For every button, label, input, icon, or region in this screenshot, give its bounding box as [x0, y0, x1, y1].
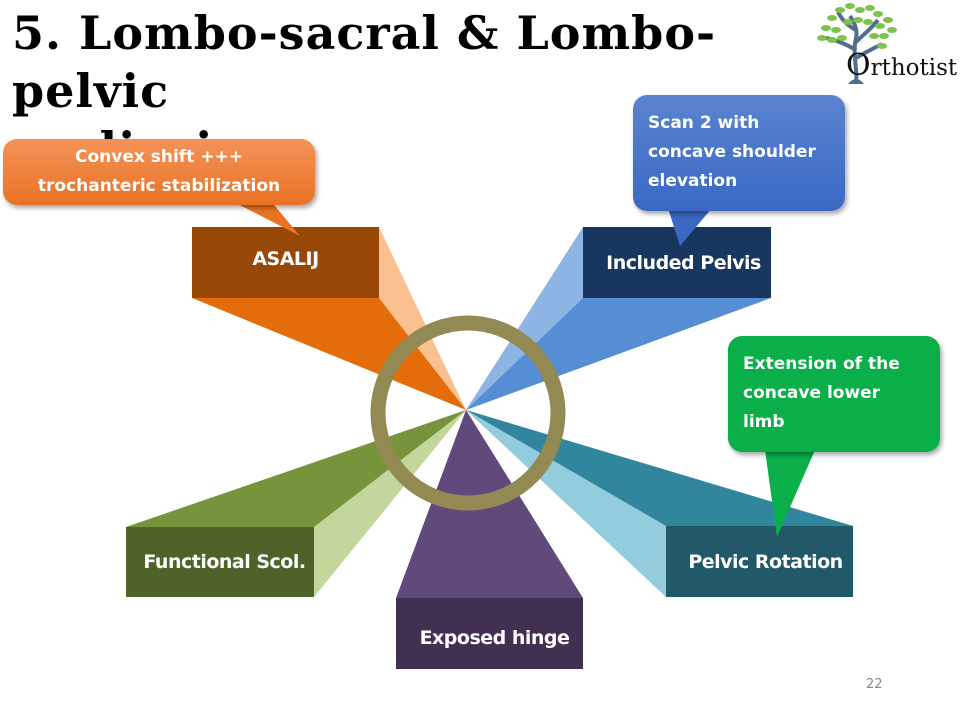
callout-convex-shift: Convex shift +++ trochanteric stabilizat… [3, 139, 315, 205]
center-ring [370, 315, 566, 511]
orthotist-logo: Orthotist [812, 0, 960, 86]
beam-asalij-face [192, 298, 466, 410]
beam-asalij [192, 227, 466, 410]
callout-blue-tail [668, 208, 712, 246]
callout-line: concave shoulder [648, 142, 816, 162]
label-exposed-hinge: Exposed hinge [419, 626, 570, 649]
logo-rest: rthotist [870, 55, 958, 81]
callout-orange-tail [230, 200, 300, 236]
slide-title-line-1: 5. Lombo-sacral & Lombo-pelvic [12, 6, 717, 118]
callout-line: limb [743, 412, 785, 432]
label-included-pelvis: Included Pelvis [606, 251, 761, 274]
callout-extension: Extension of the concave lower limb [728, 336, 940, 452]
beam-included-pelvis-face [466, 298, 771, 410]
beam-asalij-side [379, 227, 466, 410]
logo-text: Orthotist [846, 48, 957, 83]
label-pelvic-rotation: Pelvic Rotation [688, 550, 843, 573]
slide-title: 5. Lombo-sacral & Lombo-pelvic scoliosis [12, 4, 802, 178]
page-number: 22 [866, 677, 883, 692]
callout-line: concave lower [743, 383, 881, 403]
box-functional-scol [126, 527, 314, 597]
beam-pelvic-rotation [466, 410, 853, 597]
callout-green-tail [765, 450, 815, 537]
callout-line: Extension of the [743, 354, 900, 374]
box-exposed-hinge [396, 598, 583, 669]
beam-included-pelvis [466, 227, 771, 410]
box-pelvic-rotation [666, 526, 853, 597]
beam-pelvic-rotation-side [466, 410, 666, 597]
box-included-pelvis [583, 227, 771, 298]
tree-icon [817, 3, 897, 84]
logo-initial: O [846, 48, 871, 83]
beam-pelvic-rotation-face [466, 410, 853, 526]
callout-line: trochanteric stabilization [37, 176, 281, 196]
beam-functional-scol-side [314, 410, 466, 597]
callout-line: Convex shift +++ [75, 147, 243, 167]
callout-scan-2: Scan 2 with concave shoulder elevation [633, 95, 845, 211]
box-asalij [192, 227, 379, 298]
callout-line: Scan 2 with [648, 113, 760, 133]
label-functional-scol: Functional Scol. [143, 551, 306, 573]
callout-line: elevation [648, 171, 738, 191]
label-asalij: ASALIJ [252, 247, 319, 270]
beam-included-pelvis-side [466, 227, 583, 410]
